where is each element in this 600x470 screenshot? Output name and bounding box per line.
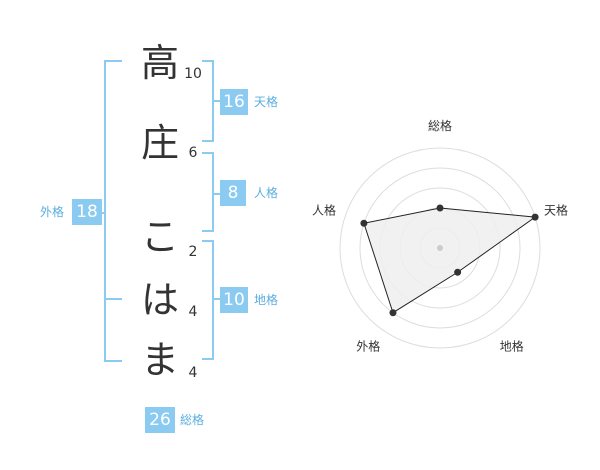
radar-points (360, 204, 539, 317)
radar-point (531, 213, 539, 221)
stroke-count-5: 4 (188, 365, 198, 381)
tenkaku-label: 天格 (254, 95, 279, 109)
jinkaku-bracket (202, 152, 214, 232)
gaikaku-bracket-mid-tick (104, 298, 122, 300)
name-char-4: は (140, 278, 179, 322)
radar-axis-label: 人格 (312, 202, 336, 217)
tenkaku-bracket-connector (212, 100, 222, 102)
radar-axis-label: 総格 (428, 118, 452, 133)
gaikaku-badge: 18 (72, 199, 102, 225)
name-char-1: 高 (140, 41, 179, 85)
radar-series-polygon (363, 207, 537, 314)
jinkaku-label: 人格 (254, 186, 279, 200)
chikaku-label: 地格 (254, 293, 279, 307)
radar-point (360, 219, 368, 227)
jinkaku-bracket-connector (212, 193, 222, 195)
radar-center-dot (437, 245, 443, 251)
radar-axis-label: 地格 (500, 339, 524, 354)
chikaku-badge: 10 (220, 287, 248, 313)
stroke-count-4: 4 (188, 304, 198, 320)
soukaku-badge: 26 (145, 407, 175, 433)
gaikaku-bracket (104, 60, 122, 362)
radar-axis-label: 外格 (356, 339, 380, 354)
name-char-5: ま (140, 338, 179, 382)
jinkaku-badge: 8 (220, 180, 246, 206)
radar-point (454, 268, 462, 276)
radar-point (389, 309, 397, 317)
tenkaku-badge: 16 (220, 89, 248, 115)
stroke-count-3: 2 (188, 244, 198, 260)
name-char-3: こ (140, 215, 179, 259)
chikaku-bracket (202, 240, 214, 360)
stroke-count-1: 10 (184, 66, 202, 82)
stroke-count-2: 6 (188, 145, 198, 161)
radar-axis-label: 天格 (544, 202, 568, 217)
radar-point (436, 204, 444, 212)
name-char-2: 庄 (140, 121, 179, 165)
radar-ring (359, 167, 521, 329)
chikaku-bracket-connector (212, 298, 222, 300)
soukaku-label: 総格 (180, 413, 205, 427)
gaikaku-label: 外格 (40, 205, 65, 219)
